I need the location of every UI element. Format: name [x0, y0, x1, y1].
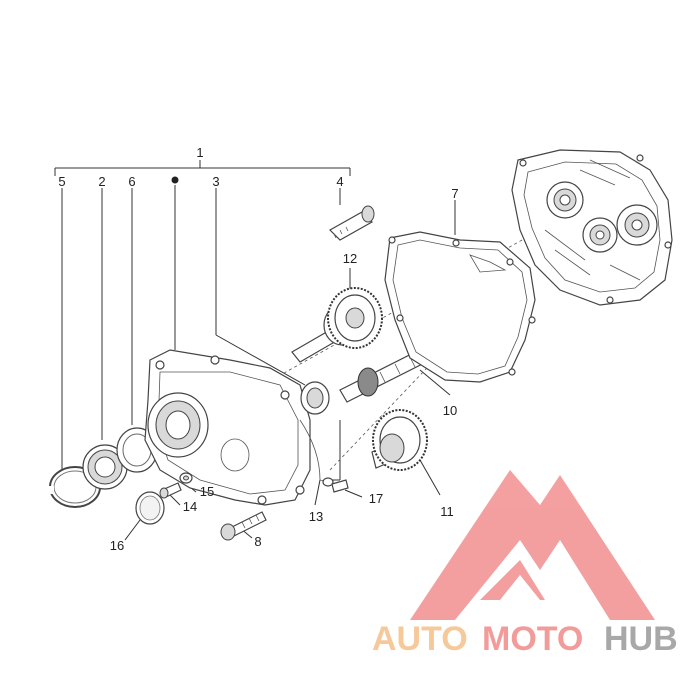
logo-text-auto: AUTO	[372, 620, 468, 658]
assembly-bracket	[54, 160, 351, 176]
callout-14: 14	[183, 499, 197, 514]
part-16-plug	[135, 491, 165, 525]
part-13-dowel	[322, 477, 334, 487]
callout-5: 5	[58, 174, 65, 189]
assembly-dot-marker	[171, 176, 179, 184]
callout-16: 16	[110, 538, 124, 553]
callout-17: 17	[369, 491, 383, 506]
callout-6: 6	[128, 174, 135, 189]
callout-1: 1	[196, 145, 203, 160]
callout-8: 8	[254, 534, 261, 549]
gearbox-cover	[144, 349, 329, 506]
part-3-bearing	[300, 381, 330, 415]
callout-3: 3	[212, 174, 219, 189]
part-7-gasket	[384, 231, 536, 383]
callout-10: 10	[443, 403, 457, 418]
part-15-washer	[179, 472, 193, 484]
callout-12: 12	[343, 251, 357, 266]
crankcase-half	[511, 149, 673, 306]
callout-2: 2	[98, 174, 105, 189]
automotohub-logo: AUTO MOTO HUB	[372, 470, 678, 658]
logo-text-moto: MOTO	[482, 620, 583, 658]
part-12-gear	[291, 287, 383, 363]
part-8-bolt	[220, 511, 267, 541]
callout-11: 11	[440, 504, 454, 519]
logo-text-hub: HUB	[604, 620, 678, 658]
part-4-shaft	[329, 205, 375, 241]
logo-triangle-mark	[410, 470, 655, 620]
part-17-pin	[331, 479, 349, 493]
part-2-bearing	[82, 444, 128, 490]
logo-inner-cut	[500, 575, 540, 600]
callout-7: 7	[451, 186, 458, 201]
callout-4: 4	[336, 174, 343, 189]
callout-13: 13	[309, 509, 323, 524]
callout-15: 15	[200, 484, 214, 499]
part-14-screw	[159, 482, 182, 499]
callout-labels: 1 2 3 4 5 6 7 8 10 11 12 13 14 15 16 17	[58, 145, 458, 553]
part-11-gear	[371, 409, 428, 471]
